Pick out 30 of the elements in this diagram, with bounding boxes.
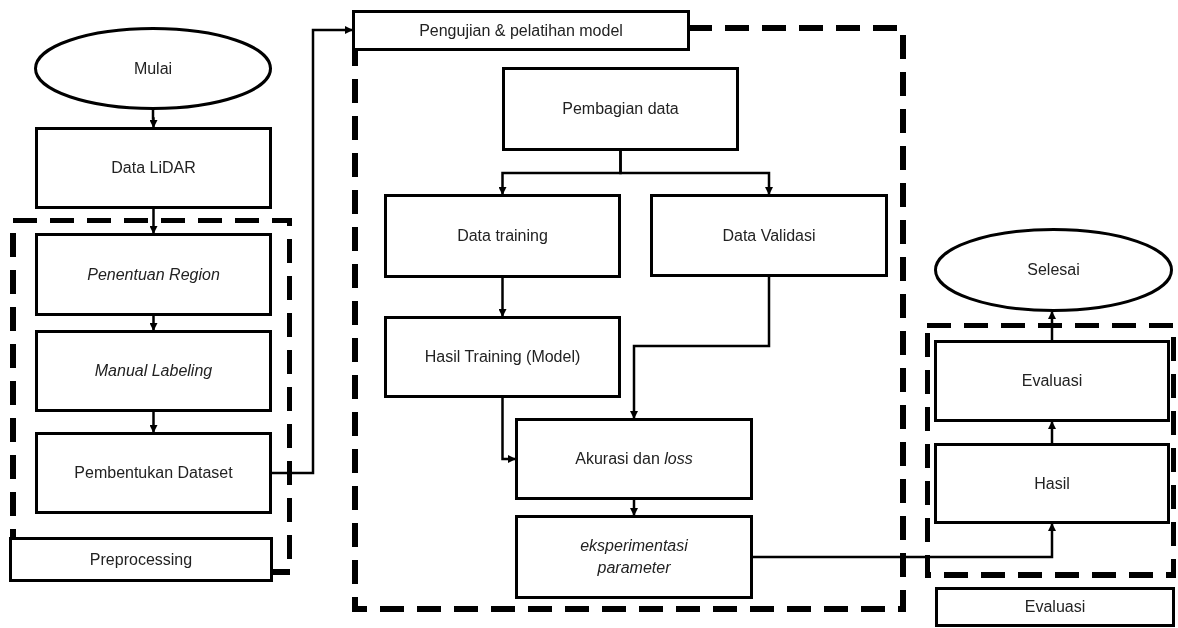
arrow [501, 398, 516, 463]
arrow [149, 316, 158, 331]
process-box: Penentuan Region [35, 233, 272, 316]
arrow [498, 278, 507, 317]
process-box: Akurasi dan loss [515, 418, 753, 500]
arrow [149, 209, 158, 234]
arrow [619, 151, 773, 195]
process-box: eksperimentasi parameter [515, 515, 753, 599]
process-box: Manual Labeling [35, 330, 272, 412]
arrow [149, 412, 158, 433]
process-box: Pembagian data [502, 67, 739, 151]
process-box: Hasil Training (Model) [384, 316, 621, 398]
process-box: Pembentukan Dataset [35, 432, 272, 514]
process-box: Data training [384, 194, 621, 278]
arrow [272, 26, 353, 475]
process-box: Evaluasi [934, 340, 1170, 422]
terminal-ellipse: Mulai [34, 27, 272, 110]
arrow [753, 523, 1056, 559]
terminal-ellipse: Selesai [934, 228, 1173, 312]
group-label: Pengujian & pelatihan model [352, 10, 690, 51]
process-box: Data LiDAR [35, 127, 272, 209]
arrow [149, 110, 158, 128]
group-label: Preprocessing [9, 537, 273, 582]
arrow [630, 500, 638, 516]
arrow [1048, 311, 1056, 340]
process-box: Hasil [934, 443, 1170, 524]
process-box: Data Validasi [650, 194, 888, 277]
arrow [1048, 421, 1056, 443]
group-label: Evaluasi [935, 587, 1175, 627]
arrow [630, 277, 771, 419]
